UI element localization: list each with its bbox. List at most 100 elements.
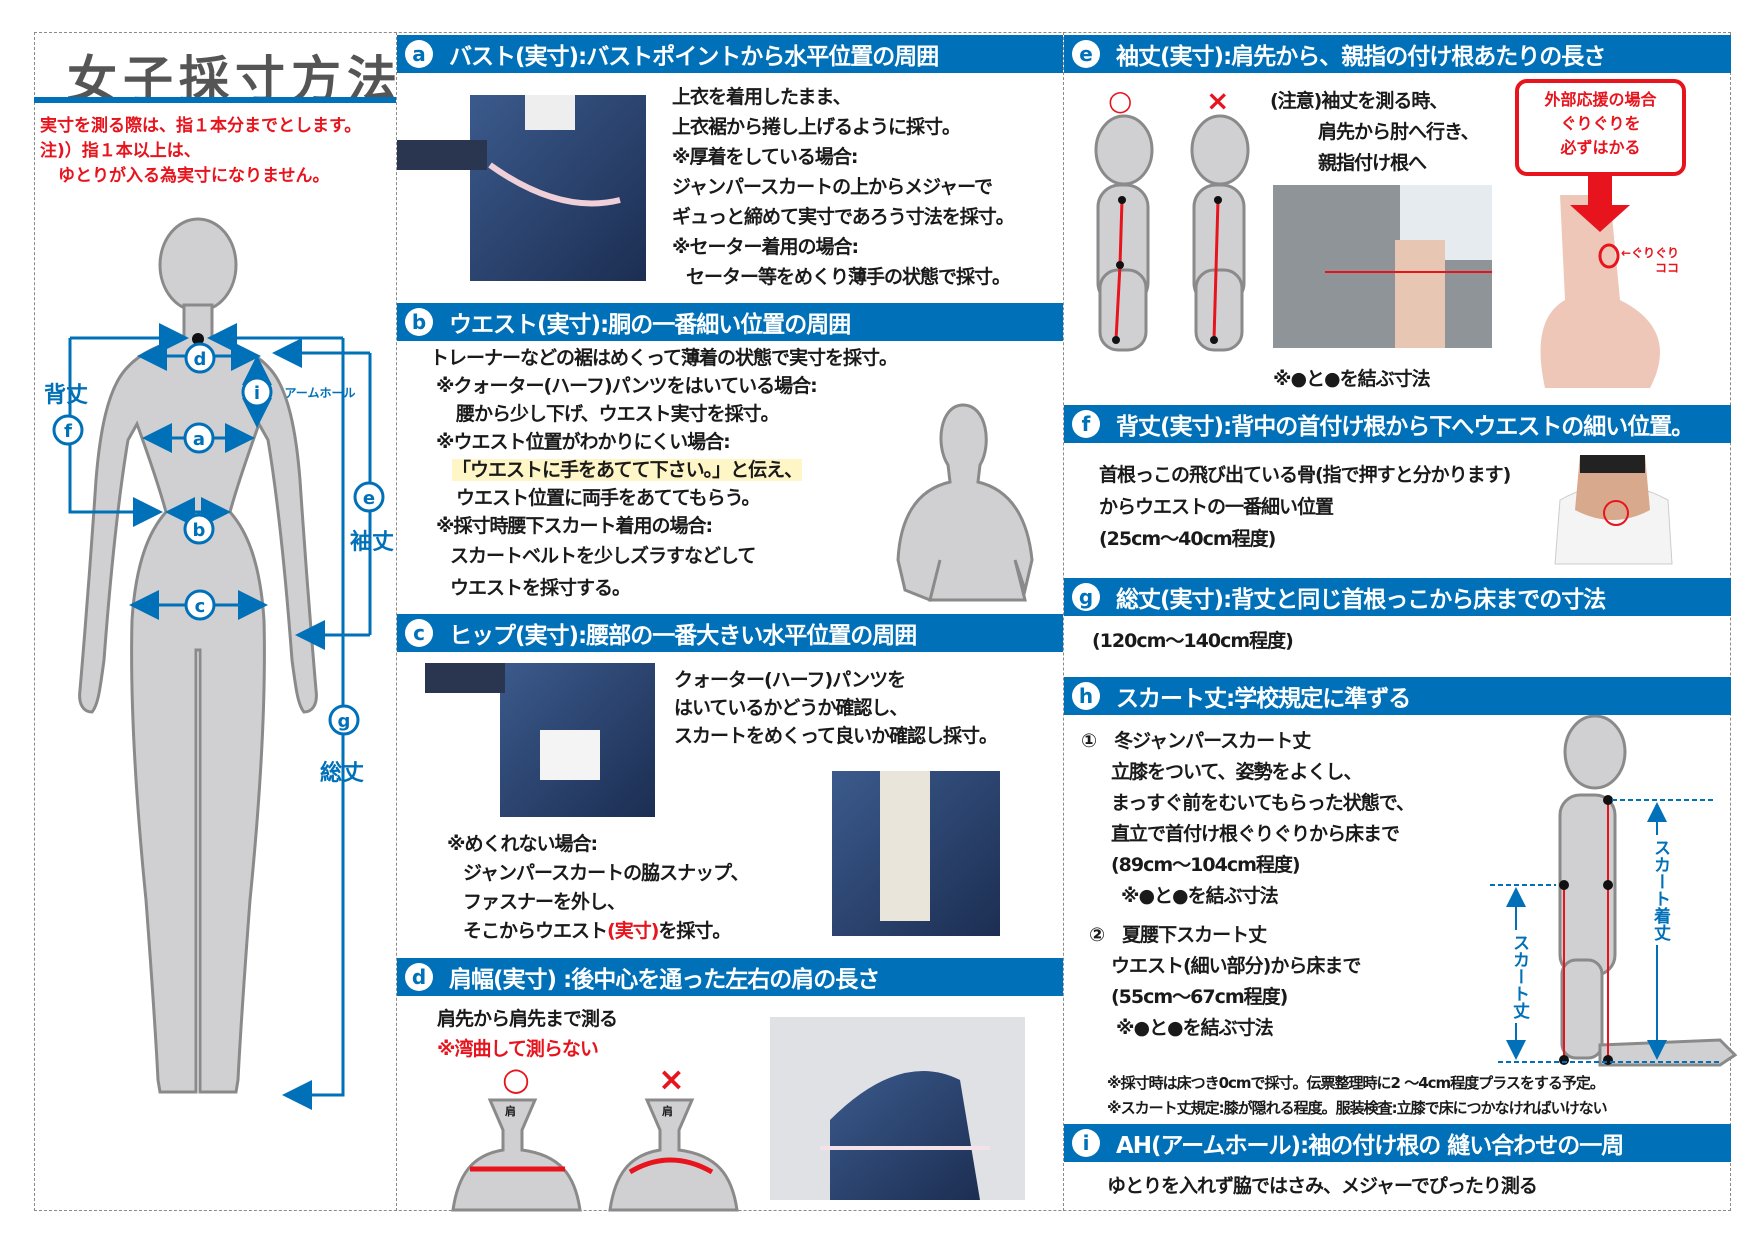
text-line: からウエストの一番細い位置	[1099, 496, 1334, 518]
text-line: ウエストを採寸する。	[450, 577, 631, 599]
text-line: (注意)袖丈を測る時、	[1270, 90, 1448, 112]
section-c-text-2: ※めくれない場合: ジャンパースカートの脇スナップ、 ファスナーを外し、 そこか…	[447, 830, 750, 946]
label-f: f	[64, 421, 72, 442]
body-figure	[78, 217, 318, 1094]
section-i-text: ゆとりを入れず脇ではさみ、メジャーでぴったり測る	[1107, 1175, 1538, 1197]
text-line: 立膝をついて、姿勢をよくし、	[1111, 761, 1362, 783]
text-line: 上衣を着用したまま、	[672, 86, 852, 108]
label-b: b	[193, 520, 206, 541]
text-line: ※採寸時腰下スカート着用の場合:	[436, 515, 713, 537]
text-line: ※クォーター(ハーフ)パンツをはいている場合:	[436, 375, 818, 397]
section-e-header: e 袖丈(実寸):肩先から、親指の付け根あたりの長さ	[1064, 35, 1731, 73]
section-h-item-2: ② 夏腰下スカート丈 ウエスト(細い部分)から床まで (55cm～67cm程度)…	[1089, 920, 1361, 1044]
text-line: 上衣裾から捲し上げるように採寸。	[672, 116, 961, 138]
column-divider	[1063, 32, 1064, 1211]
text-line: ギュっと締めて実寸であろう寸法を採寸。	[672, 206, 1015, 228]
section-a-header: a バスト(実寸):バストポイントから水平位置の周囲	[397, 35, 1063, 73]
section-e-note: ※●と●を結ぶ寸法	[1273, 368, 1431, 390]
neck-point	[192, 333, 204, 345]
section-g-title: 総丈(実寸):背丈と同じ首根っこから床までの寸法	[1116, 587, 1606, 613]
sleeve-figures	[1094, 114, 1250, 352]
neck-label: 肩	[662, 1105, 673, 1118]
ok-mark: ○	[502, 1060, 530, 1098]
page-frame	[34, 32, 1731, 1211]
label-i: i	[254, 383, 260, 404]
text-line: トレーナーなどの裾はめくって薄着の状態で実寸を採寸。	[430, 347, 898, 369]
badge-f: f	[1072, 410, 1100, 438]
label-a: a	[193, 429, 205, 450]
text-line: 直立で首付け根ぐりぐりから床まで	[1111, 823, 1400, 845]
text-line: ※セーター着用の場合:	[672, 236, 859, 258]
text-line: 腰から少し下げ、ウエスト実寸を採寸。	[456, 403, 780, 425]
title-underline	[34, 97, 396, 103]
highlighted-text: 「ウエストに手をあてて下さい。」と伝え、	[452, 459, 803, 481]
section-h-note-2: ※スカート丈規定:膝が隠れる程度。服装検査:立膝で床につかなければいけない	[1107, 1099, 1608, 1117]
item-heading: ② 夏腰下スカート丈	[1089, 924, 1267, 946]
shoulder-figures	[451, 1098, 739, 1212]
label-d: d	[194, 349, 207, 370]
callout-line: ぐりぐりを	[1560, 114, 1641, 133]
text-line: ジャンパースカートの脇スナップ、	[463, 862, 750, 884]
waist-hands-figure	[896, 403, 1034, 603]
neck-photo	[1534, 455, 1692, 565]
section-d-title: 肩幅(実寸) :後中心を通った左右の肩の長さ	[449, 967, 880, 993]
text-line: ※めくれない場合:	[447, 833, 598, 855]
text-line: 肩先から肘へ行き、	[1318, 121, 1480, 143]
waist-snap-photo	[832, 771, 1000, 936]
label-sleeve-length: 袖丈	[350, 529, 394, 555]
section-e-title: 袖丈(実寸):肩先から、親指の付け根あたりの長さ	[1116, 44, 1606, 70]
label-g: g	[338, 711, 351, 732]
text-line: を採寸。	[658, 920, 731, 942]
text-line: セーター等をめくり薄手の状態で採寸。	[686, 266, 1011, 288]
badge-b: b	[405, 308, 433, 336]
text-line: クォーター(ハーフ)パンツを	[674, 669, 906, 691]
text-line: ウエスト位置に両手をあててもらう。	[456, 487, 761, 509]
section-g-text: (120cm～140cm程度)	[1092, 630, 1294, 652]
text-line: スカートをめくって良いか確認し採寸。	[674, 725, 998, 747]
pointer-line: ←ぐりぐり	[1621, 246, 1680, 260]
ng-mark: ×	[658, 1060, 685, 1098]
badge-c: c	[405, 619, 433, 647]
section-a-title: バスト(実寸):バストポイントから水平位置の周囲	[449, 44, 939, 70]
badge-h: h	[1072, 682, 1100, 710]
label-total-length: 総丈	[320, 760, 364, 786]
section-h-note-1: ※採寸時は床つき0cmで採寸。伝票整理時に2 ～4cm程度プラスをする予定。	[1107, 1074, 1605, 1092]
label-c: c	[195, 596, 206, 617]
text-line: まっすぐ前をむいてもらった状態で、	[1111, 792, 1415, 814]
text-note: ※●と●を結ぶ寸法	[1121, 885, 1279, 907]
section-d-text: 肩先から肩先まで測る	[437, 1008, 618, 1030]
text-line: ウエスト(細い部分)から床まで	[1111, 955, 1361, 977]
text-line: ジャンパースカートの上からメジャーで	[672, 176, 993, 198]
section-h-item-1: ① 冬ジャンパースカート丈 立膝をついて、姿勢をよくし、 まっすぐ前をむいてもら…	[1081, 726, 1415, 912]
section-i-title: AH(アームホール):袖の付け根の 縫い合わせの一周	[1116, 1133, 1624, 1159]
badge-a: a	[405, 40, 433, 68]
notice-1: 実寸を測る際は、指１本分までとします。	[40, 116, 362, 136]
text-line: (89cm～104cm程度)	[1111, 854, 1301, 876]
emphasis-text: (実寸)	[607, 920, 659, 942]
dim-label-full-skirt: スカート着丈	[1648, 835, 1673, 945]
badge-e: e	[1072, 40, 1100, 68]
label-circles	[52, 342, 385, 736]
pointer-line: ココ	[1655, 261, 1680, 275]
item-heading: ① 冬ジャンパースカート丈	[1081, 730, 1311, 752]
section-c-title: ヒップ(実寸):腰部の一番大きい水平位置の周囲	[449, 623, 917, 649]
section-e-text: (注意)袖丈を測る時、 肩先から肘へ行き、 親指付け根へ	[1270, 86, 1480, 179]
text-line: はいているかどうか確認し、	[674, 697, 908, 719]
shoulder-photo	[770, 1017, 1025, 1200]
section-c-text: クォーター(ハーフ)パンツを はいているかどうか確認し、 スカートをめくって良い…	[674, 666, 998, 750]
text-line: (55cm～67cm程度)	[1111, 986, 1288, 1008]
ok-mark: ○	[1108, 84, 1133, 117]
section-d-warning: ※湾曲して測らない	[437, 1038, 599, 1060]
section-b-text: トレーナーなどの裾はめくって薄着の状態で実寸を採寸。 ※クォーター(ハーフ)パン…	[430, 344, 898, 604]
text-note: ※●と●を結ぶ寸法	[1116, 1017, 1274, 1039]
notice-3: ゆとりが入る為実寸になりません。	[58, 166, 330, 186]
section-a-text: 上衣を着用したまま、 上衣裾から捲し上げるように採寸。 ※厚着をしている場合: …	[672, 82, 1015, 292]
shoulder-line-wrong	[628, 1157, 714, 1175]
wrist-pointer: ←ぐりぐり ココ	[1621, 246, 1679, 276]
section-h-title: スカート丈:学校規定に準ずる	[1116, 686, 1411, 712]
